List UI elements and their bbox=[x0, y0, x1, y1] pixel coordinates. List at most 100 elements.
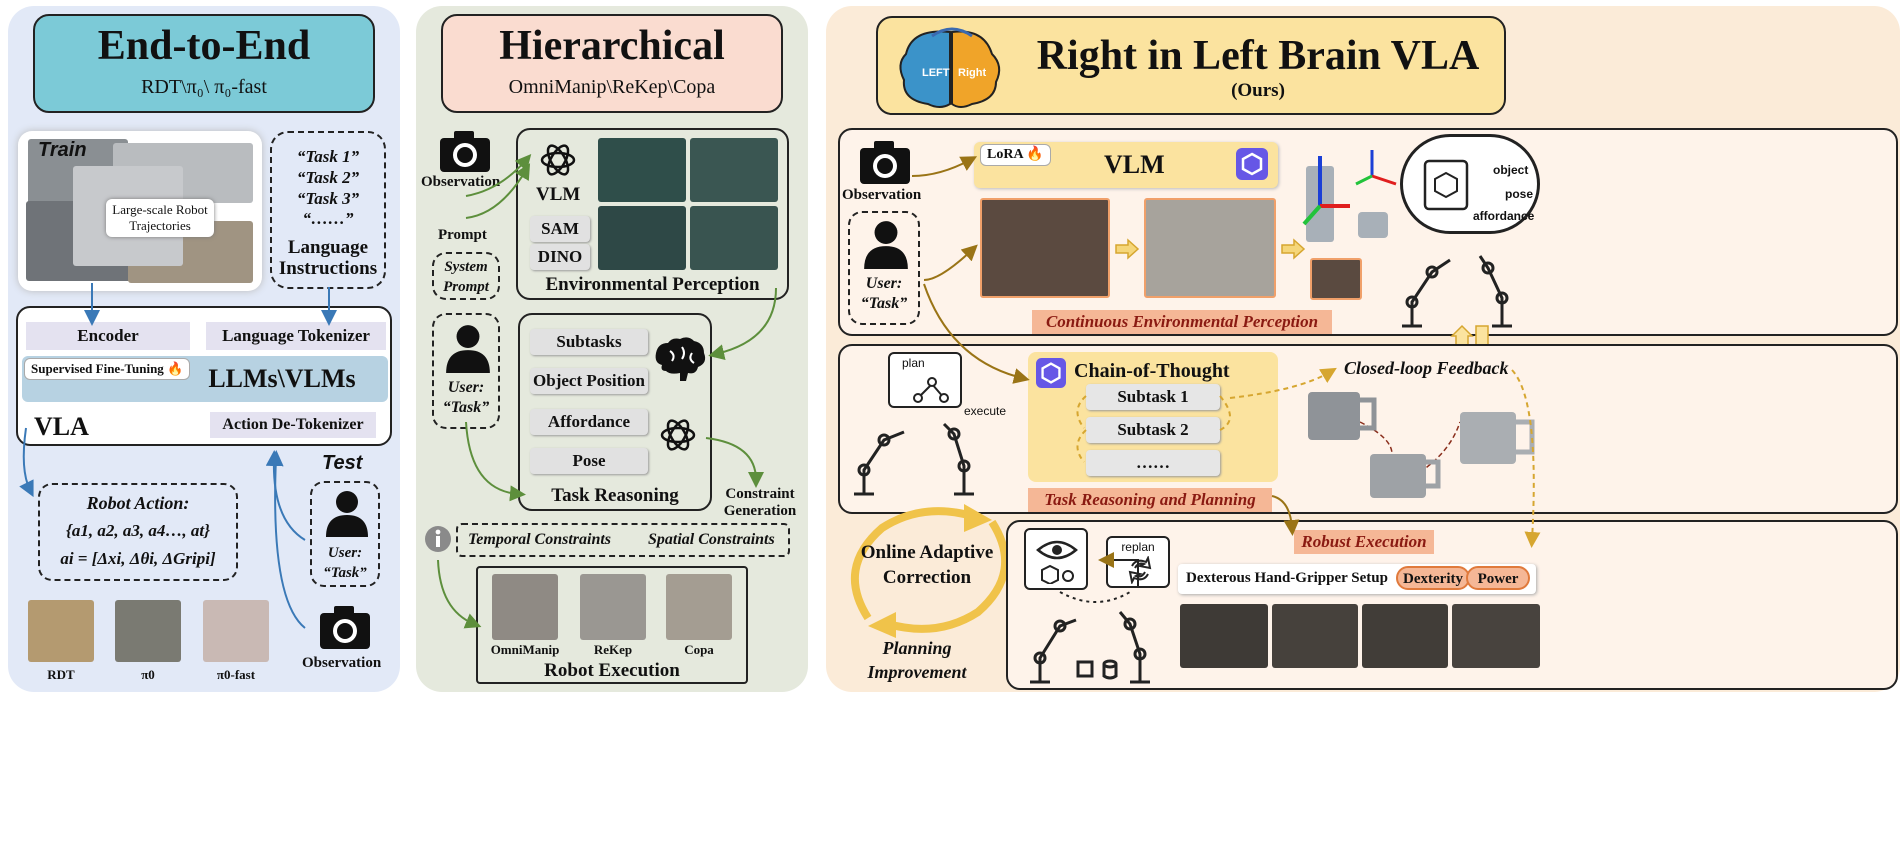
task-3: “Task 3” bbox=[296, 189, 360, 208]
mid-user-box: User: “Task” bbox=[432, 313, 500, 429]
task-reasoning-box: Subtasks Object Position Affordance Pose… bbox=[518, 313, 712, 511]
llms-vlms-label: LLMs\VLMs bbox=[208, 364, 356, 393]
sft-badge: Supervised Fine-Tuning 🔥 bbox=[24, 358, 191, 380]
perception-photo-3 bbox=[1310, 258, 1362, 300]
vlm-block: LoRA 🔥 VLM bbox=[974, 142, 1278, 188]
replan-label: replan bbox=[1121, 540, 1155, 554]
robust-execution-label: Robust Execution bbox=[1294, 530, 1434, 554]
hierarchical-subtitle: OmniManip\ReKep\Copa bbox=[508, 76, 716, 98]
cot-label: Chain-of-Thought bbox=[1074, 360, 1230, 382]
robot-action-equation: ai = [Δxi, Δθi, ΔGripi] bbox=[60, 549, 216, 568]
ours-title: Right in Left Brain VLA bbox=[1036, 33, 1480, 79]
dexterity-badge: Dexterity bbox=[1396, 566, 1470, 590]
constraints-box: Temporal Constraints Spatial Constraints bbox=[456, 523, 790, 557]
pi0fast-label: π0-fast bbox=[216, 667, 256, 682]
end-to-end-title: End-to-End bbox=[97, 23, 311, 69]
online-adaptive-label: Online Adaptive Correction bbox=[860, 542, 994, 588]
left-user-task: “Task” bbox=[323, 565, 367, 581]
perception-photo-1 bbox=[980, 198, 1110, 298]
plan-box: plan bbox=[888, 352, 962, 408]
task-reasoning-label: Task Reasoning bbox=[551, 485, 679, 506]
pi0-label: π0 bbox=[141, 667, 155, 682]
right-user-icon bbox=[864, 221, 908, 269]
hand-gripper-block: Dexterous Hand-Gripper Setup Dexterity P… bbox=[1178, 564, 1536, 594]
right-user-task: “Task” bbox=[860, 295, 908, 312]
task-2: “Task 2” bbox=[296, 168, 360, 187]
qwen-logo-icon bbox=[1236, 148, 1268, 180]
lora-fire-icon: 🔥 bbox=[1026, 147, 1044, 162]
vision-box bbox=[1024, 528, 1088, 590]
perception-photo-2 bbox=[1144, 198, 1276, 298]
right-panel-arrows bbox=[911, 156, 1541, 603]
omnimanip-label: OmniManip bbox=[490, 642, 560, 657]
right-vlm-label: VLM bbox=[1104, 150, 1165, 179]
info-icon bbox=[425, 526, 451, 552]
left-observation-label: Observation bbox=[302, 655, 382, 671]
yellow-arrow-icon-2 bbox=[1281, 238, 1306, 260]
temporal-constraints: Temporal Constraints bbox=[468, 531, 612, 548]
vla-box: Encoder Language Tokenizer LLMs\VLMs Sup… bbox=[16, 306, 392, 446]
mid-observation-label: Observation bbox=[421, 174, 501, 190]
env-perception-box: VLM SAM DINO Environmental Perception bbox=[516, 128, 789, 300]
ours-header: LEFT Right Right in Left Brain VLA (Ours… bbox=[876, 16, 1506, 115]
rdt-photo bbox=[28, 600, 94, 662]
thought-cloud: object pose affordance bbox=[1400, 134, 1540, 234]
hand-gripper-label: Dexterous Hand-Gripper Setup bbox=[1186, 570, 1388, 586]
env-perception-label: Environmental Perception bbox=[545, 274, 760, 295]
reasoning-pose: Pose bbox=[530, 448, 648, 474]
sam-chip: SAM bbox=[530, 216, 590, 242]
train-image-collage: Train Large-scale Robot Trajectories bbox=[18, 131, 262, 291]
mugs-icon bbox=[1308, 392, 1535, 498]
mid-prompt-label: Prompt bbox=[438, 227, 487, 243]
robot-action-box: Robot Action: {a1, a2, a3, a4…, at} ai =… bbox=[38, 483, 238, 581]
closed-loop-label: Closed-loop Feedback bbox=[1344, 358, 1509, 378]
mid-user-icon bbox=[446, 325, 490, 373]
robot-execution-label: Robot Execution bbox=[544, 660, 680, 681]
pose-axes-icon bbox=[1302, 150, 1397, 242]
constraint-generation-label: Constraint Generation bbox=[723, 486, 797, 519]
right-user-box: User: “Task” bbox=[848, 211, 920, 325]
right-camera-icon bbox=[860, 141, 910, 184]
rekep-label: ReKep bbox=[593, 642, 633, 657]
cloud-pose: pose bbox=[1505, 187, 1534, 201]
execution-photo-1 bbox=[1180, 604, 1268, 668]
cloud-affordance: affordance bbox=[1473, 209, 1535, 223]
copa-label: Copa bbox=[684, 642, 714, 657]
system-prompt-box: System Prompt bbox=[432, 252, 500, 300]
robot-arms-icon-3 bbox=[1030, 611, 1150, 684]
system-prompt-label: System Prompt bbox=[443, 259, 489, 295]
openai-icon bbox=[540, 144, 576, 176]
user-icon bbox=[326, 491, 368, 537]
left-panel-arrows bbox=[19, 283, 337, 629]
copa-photo bbox=[666, 574, 732, 640]
brain-icon bbox=[655, 337, 706, 381]
rekep-photo bbox=[580, 574, 646, 640]
power-badge: Power bbox=[1466, 566, 1530, 590]
brain-left-text: LEFT bbox=[922, 67, 950, 79]
yellow-arrow-icon bbox=[1115, 238, 1140, 260]
middle-panel-arrows bbox=[437, 153, 777, 629]
execution-photo-2 bbox=[1272, 604, 1358, 668]
sft-label: Supervised Fine-Tuning bbox=[31, 361, 164, 376]
left-user-box: User: “Task” bbox=[310, 481, 380, 587]
encoder-block: Encoder bbox=[26, 322, 190, 350]
eye-icon bbox=[1036, 540, 1078, 584]
env-photo-3 bbox=[598, 206, 686, 270]
reasoning-subtasks: Subtasks bbox=[530, 329, 648, 355]
robot-action-set: {a1, a2, a3, a4…, at} bbox=[65, 521, 211, 540]
graph-icon bbox=[913, 377, 949, 403]
right-observation-label: Observation bbox=[842, 187, 922, 203]
object-cube-icon bbox=[1423, 159, 1469, 211]
task-1: “Task 1” bbox=[296, 147, 360, 166]
openai-icon-2 bbox=[660, 419, 696, 451]
cont-perception-label: Continuous Environmental Perception bbox=[1032, 310, 1332, 334]
lora-label: LoRA bbox=[987, 147, 1023, 162]
left-user-label: User: bbox=[327, 545, 363, 561]
subtask-ellipsis: …… bbox=[1086, 450, 1220, 476]
hierarchical-header: Hierarchical OmniManip\ReKep\Copa bbox=[441, 14, 783, 113]
cot-block: Chain-of-Thought Subtask 1 Subtask 2 …… bbox=[1028, 352, 1278, 482]
task-reasoning-planning-label: Task Reasoning and Planning bbox=[1028, 488, 1272, 512]
robot-action-title: Robot Action: bbox=[86, 493, 190, 513]
reasoning-object-position: Object Position bbox=[530, 368, 648, 394]
execution-photo-3 bbox=[1362, 604, 1448, 668]
